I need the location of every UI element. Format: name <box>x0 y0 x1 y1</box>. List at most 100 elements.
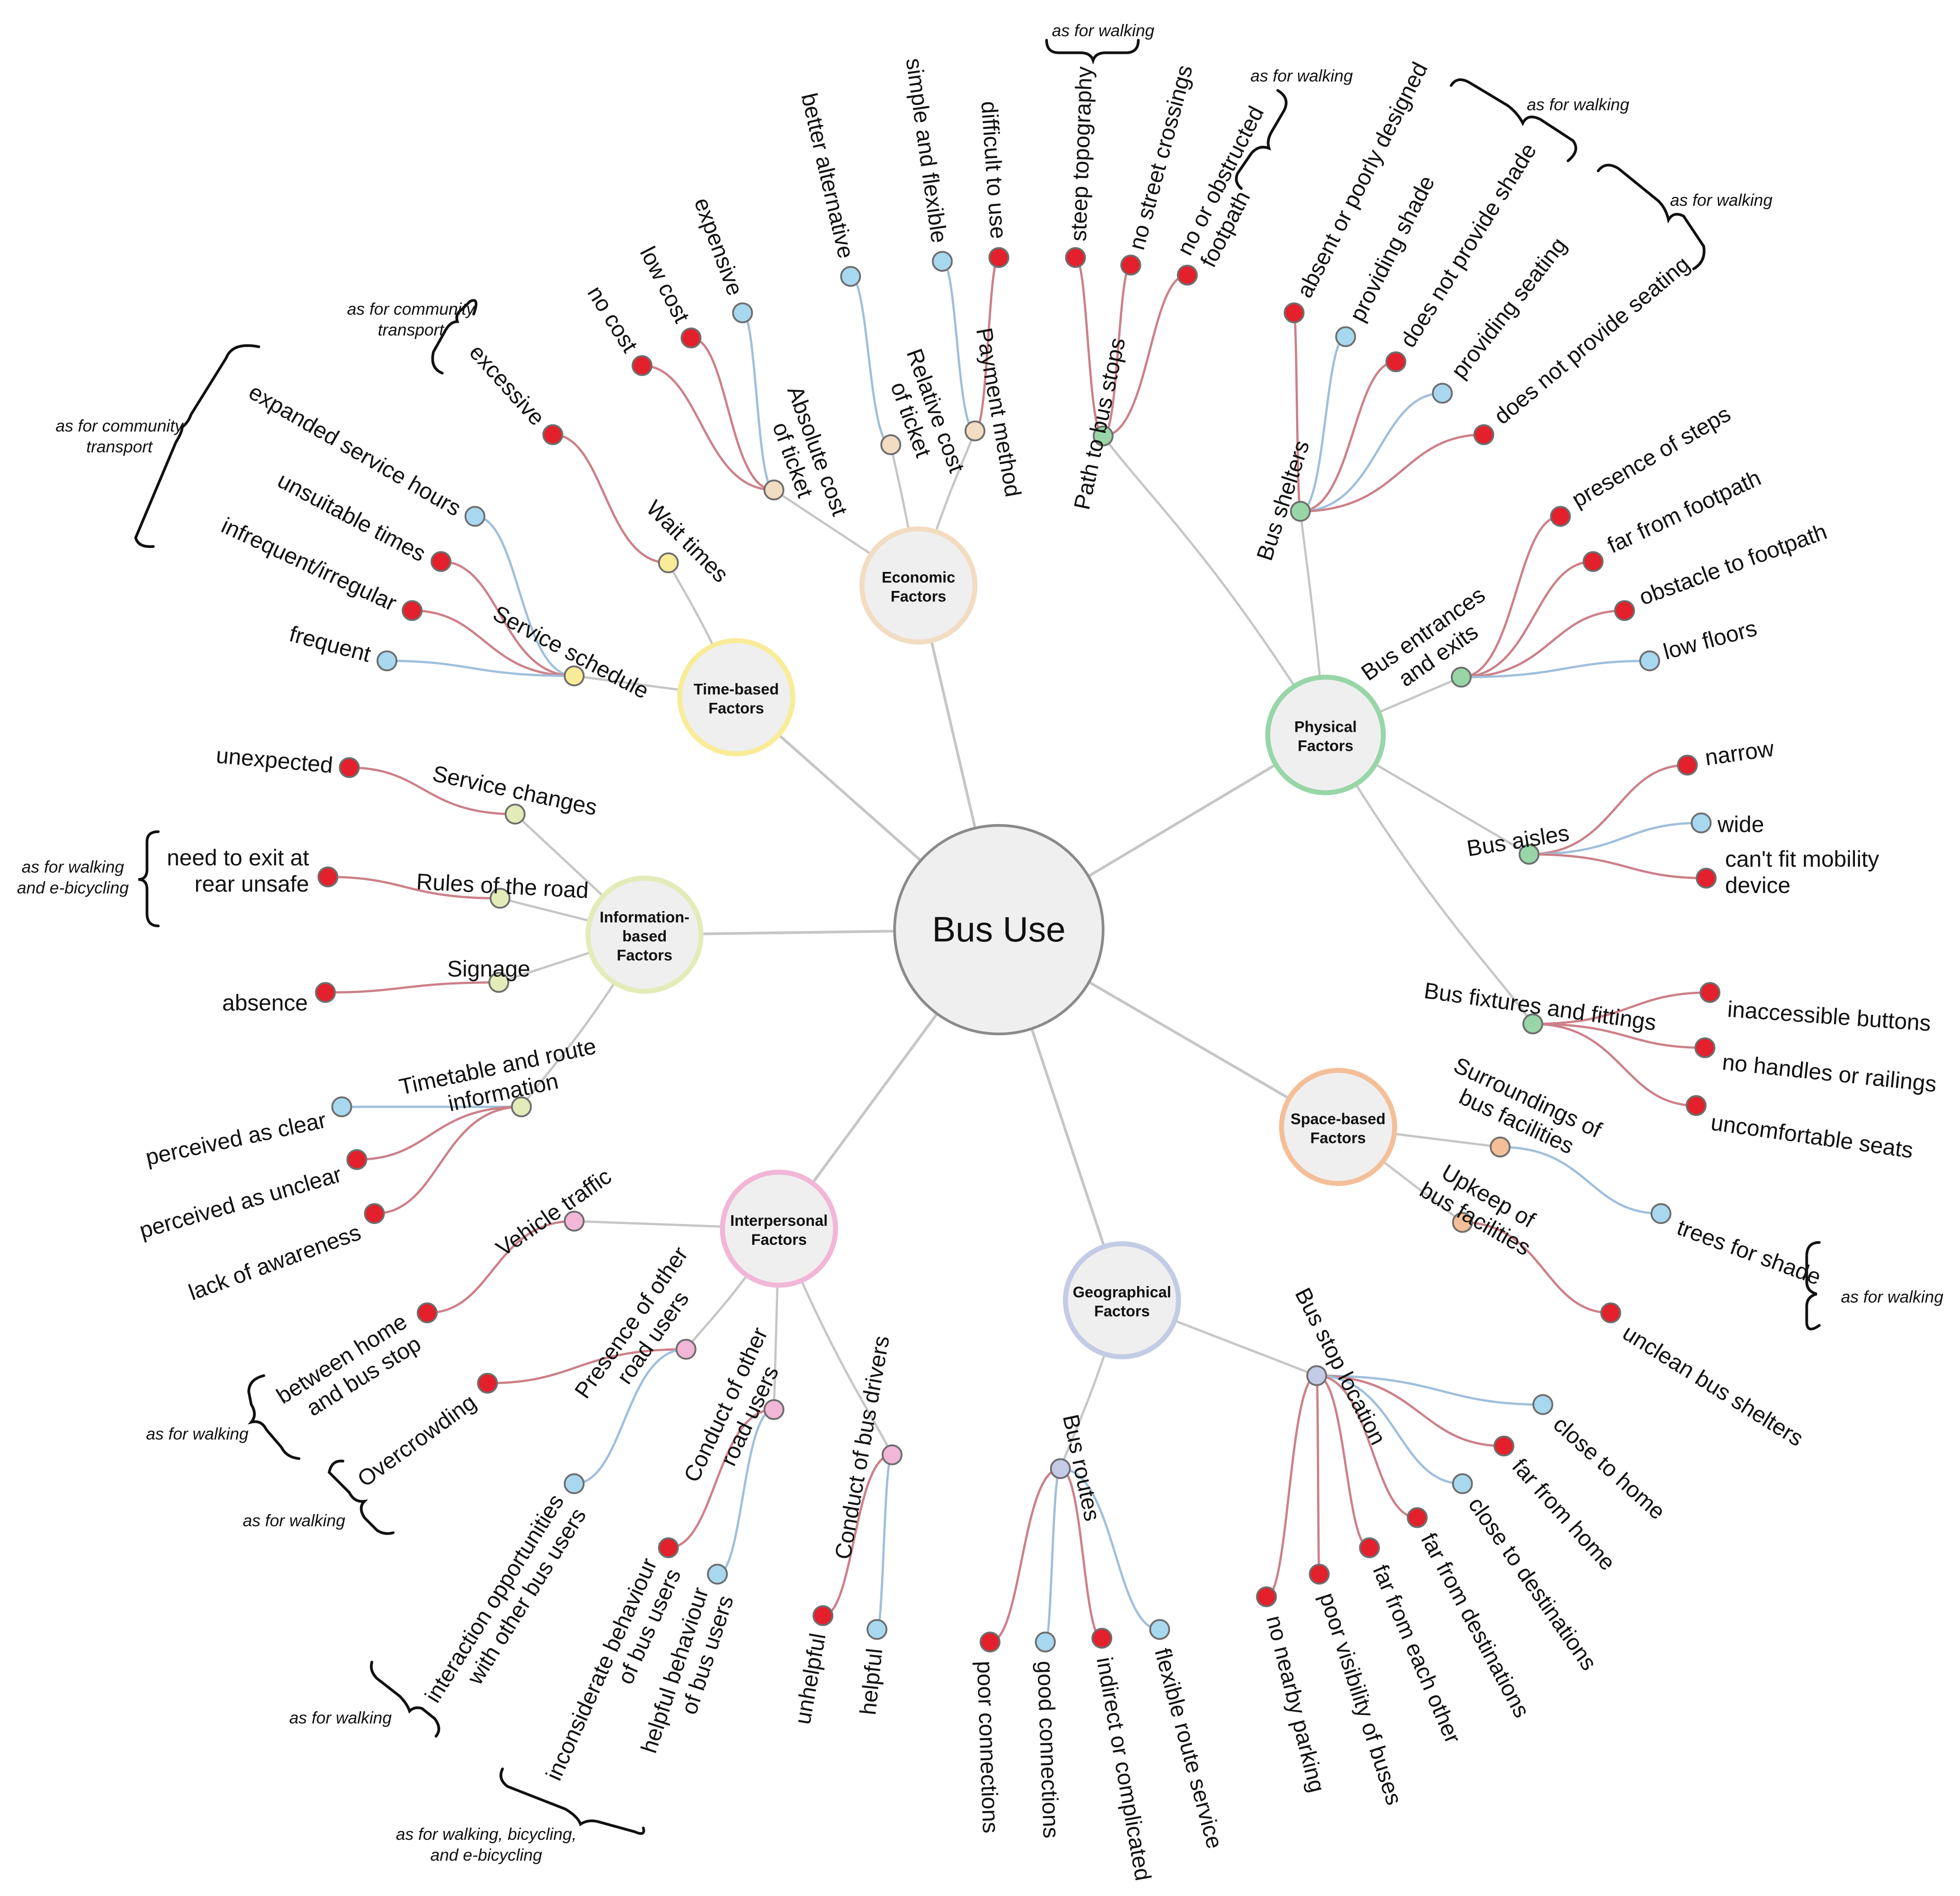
leaf-node-positive[interactable] <box>563 1473 585 1494</box>
leaf-node-positive[interactable] <box>1149 1619 1170 1640</box>
annotation-label: as for walking <box>1052 21 1155 40</box>
subfactor-node[interactable] <box>563 665 585 686</box>
leaf-node-positive[interactable] <box>1532 1394 1553 1415</box>
leaf-node-positive[interactable] <box>376 650 398 672</box>
leaf-node-negative[interactable] <box>812 1605 834 1626</box>
link-subfactor-leaf <box>1529 764 1687 856</box>
category-node-geographical[interactable] <box>1063 1241 1181 1359</box>
subfactor-node[interactable] <box>675 1339 697 1360</box>
leaf-node-negative[interactable] <box>1091 1627 1113 1649</box>
link-subfactor-leaf <box>850 275 891 446</box>
leaf-node-negative[interactable] <box>980 1632 1001 1653</box>
leaf-node-negative[interactable] <box>1614 600 1635 621</box>
leaf-node-negative[interactable] <box>315 982 336 1003</box>
subfactor-node[interactable] <box>1452 1212 1473 1233</box>
leaf-node-negative[interactable] <box>1582 551 1604 572</box>
leaf-label: wide <box>1717 812 1764 837</box>
leaf-label: interaction opportunitieswith other bus … <box>420 1490 591 1721</box>
leaf-node-negative[interactable] <box>346 1149 367 1170</box>
leaf-node-negative[interactable] <box>1309 1564 1330 1585</box>
subfactor-node[interactable] <box>881 1444 903 1465</box>
leaf-node-positive[interactable] <box>1335 326 1356 347</box>
leaf-node-positive[interactable] <box>331 1096 352 1118</box>
leaf-node-negative[interactable] <box>631 355 653 376</box>
leaf-node-positive[interactable] <box>840 266 861 287</box>
leaf-node-negative[interactable] <box>1359 1537 1380 1559</box>
leaf-node-negative[interactable] <box>1256 1586 1277 1608</box>
subfactor-node[interactable] <box>488 972 509 993</box>
subfactor-node[interactable] <box>1489 1136 1511 1157</box>
leaf-node-negative[interactable] <box>988 247 1009 268</box>
category-node-physical[interactable] <box>1265 674 1386 796</box>
category-node-economic[interactable] <box>859 526 978 645</box>
leaf-node-negative[interactable] <box>1473 424 1494 445</box>
leaf-label: good connections <box>1033 1661 1064 1839</box>
hub-node[interactable] <box>893 824 1105 1036</box>
leaf-node-positive[interactable] <box>1639 650 1660 672</box>
leaf-node-positive[interactable] <box>1650 1203 1672 1224</box>
leaf-node-negative[interactable] <box>1493 1435 1514 1457</box>
leaf-node-positive[interactable] <box>1432 383 1453 404</box>
subfactor-node[interactable] <box>490 888 511 909</box>
leaf-node-negative[interactable] <box>1686 1095 1707 1116</box>
leaf-node-negative[interactable] <box>364 1203 385 1224</box>
subfactor-node[interactable] <box>964 420 985 442</box>
subfactor-node[interactable] <box>504 803 526 825</box>
leaf-node-negative[interactable] <box>430 551 452 572</box>
leaf-node-positive[interactable] <box>932 251 953 272</box>
leaf-node-positive[interactable] <box>1035 1632 1056 1653</box>
subfactor-node[interactable] <box>563 1210 585 1232</box>
leaf-node-negative[interactable] <box>1694 1037 1715 1058</box>
leaf-node-positive[interactable] <box>1691 812 1712 834</box>
subfactor-node[interactable] <box>658 552 679 573</box>
leaf-node-negative[interactable] <box>317 866 339 888</box>
subfactor-node[interactable] <box>1092 425 1114 446</box>
leaf-node-negative[interactable] <box>477 1373 498 1394</box>
category-node-time[interactable] <box>677 638 796 757</box>
subfactor-node[interactable] <box>1290 501 1311 522</box>
subfactor-node[interactable] <box>1518 844 1540 865</box>
leaf-node-negative[interactable] <box>1177 264 1198 286</box>
leaf-node-negative[interactable] <box>417 1302 438 1324</box>
link-subfactor-leaf <box>822 1454 893 1617</box>
leaf-node-positive[interactable] <box>732 302 753 323</box>
leaf-node-negative[interactable] <box>1600 1302 1621 1324</box>
subfactor-node[interactable] <box>1451 667 1472 688</box>
leaf-label: no handles or railings <box>1721 1049 1938 1097</box>
subfactor-node[interactable] <box>1306 1365 1327 1386</box>
leaf-label-line: flexible route service <box>1150 1646 1228 1852</box>
leaf-node-negative[interactable] <box>1407 1507 1428 1528</box>
link-subfactor-leaf <box>427 1220 574 1314</box>
subfactor-node[interactable] <box>764 480 785 500</box>
subfactor-node[interactable] <box>1050 1458 1071 1479</box>
leaf-node-negative[interactable] <box>1065 247 1086 268</box>
leaf-node-negative[interactable] <box>1283 302 1305 323</box>
leaf-node-negative[interactable] <box>542 424 563 445</box>
leaf-node-negative[interactable] <box>1120 254 1141 276</box>
leaf-node-positive[interactable] <box>707 1564 728 1585</box>
leaf-node-positive[interactable] <box>464 506 485 527</box>
category-node-interpersonal[interactable] <box>720 1169 838 1288</box>
leaf-node-negative[interactable] <box>658 1537 679 1559</box>
leaf-node-positive[interactable] <box>1452 1473 1473 1494</box>
annotation-label: as for walking <box>1841 1287 1944 1306</box>
category-node-space[interactable] <box>1279 1068 1398 1186</box>
leaf-node-negative[interactable] <box>1699 982 1720 1003</box>
leaf-label: unclean bus shelters <box>1618 1320 1808 1451</box>
leaf-node-negative[interactable] <box>1677 754 1698 776</box>
subfactor-node[interactable] <box>1522 1013 1543 1035</box>
leaf-node-negative[interactable] <box>1385 351 1407 373</box>
category-node-information[interactable] <box>585 875 704 994</box>
leaf-node-negative[interactable] <box>680 327 701 349</box>
subfactor-node[interactable] <box>511 1096 532 1118</box>
leaf-node-positive[interactable] <box>866 1619 888 1640</box>
subfactor-node[interactable] <box>880 434 902 456</box>
leaf-node-negative[interactable] <box>1550 506 1571 527</box>
leaf-node-negative[interactable] <box>1696 868 1717 889</box>
subfactor-node[interactable] <box>764 1399 785 1420</box>
leaf-node-negative[interactable] <box>401 600 423 621</box>
leaf-node-negative[interactable] <box>339 757 360 778</box>
